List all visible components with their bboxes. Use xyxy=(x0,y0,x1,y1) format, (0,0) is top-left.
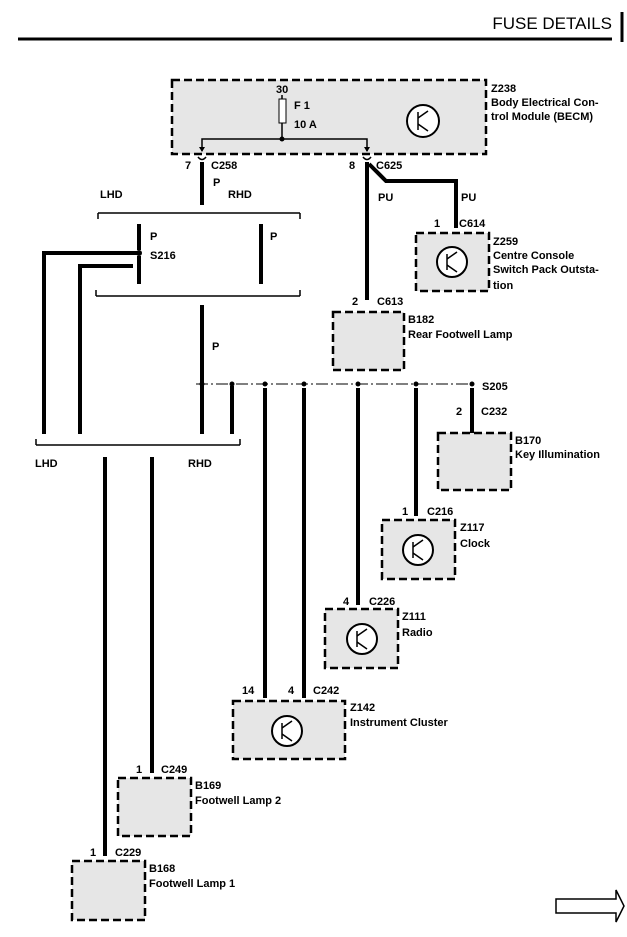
lhd-label-bottom: LHD xyxy=(35,458,58,470)
c625-pin: 8 xyxy=(349,160,355,172)
z117-name: Clock xyxy=(460,538,491,550)
c614-name: C614 xyxy=(459,218,486,230)
b169-id: B169 xyxy=(195,780,221,792)
rhd-label-top: RHD xyxy=(228,189,252,201)
becm-transistor-collector xyxy=(417,110,429,119)
c226-name: C226 xyxy=(369,596,395,608)
z117-transistor-collector xyxy=(412,539,424,548)
z259-id: Z259 xyxy=(493,236,518,248)
b170-id: B170 xyxy=(515,435,541,447)
c242-pin-b: 4 xyxy=(288,685,295,697)
becm-name-line2: trol Module (BECM) xyxy=(491,111,593,123)
s205-node-3 xyxy=(262,381,268,387)
wire-pu-to-c614 xyxy=(367,162,458,228)
z259-name-line2: Switch Pack Outsta- xyxy=(493,264,599,276)
c229-name: C229 xyxy=(115,847,141,859)
b182-box xyxy=(331,310,406,372)
c232-pin: 2 xyxy=(456,406,462,418)
c242-pin-a: 14 xyxy=(242,685,255,697)
z111-transistor-icon xyxy=(346,623,378,655)
b170-box xyxy=(436,431,513,492)
fuse-name-label: F 1 xyxy=(294,100,310,112)
c242-name: C242 xyxy=(313,685,339,697)
z259-transistor-collector xyxy=(446,251,458,260)
z142-transistor-icon xyxy=(271,715,303,747)
z259-transistor-emitter xyxy=(446,264,458,273)
z259-name-line3: tion xyxy=(493,280,513,292)
becm-internal-feed xyxy=(201,138,368,151)
c625-name: C625 xyxy=(376,160,402,172)
c216-name: C216 xyxy=(427,506,453,518)
b169-box xyxy=(116,776,193,838)
lhd-wire-color: P xyxy=(150,231,157,243)
fuse-pin-label: 30 xyxy=(276,84,288,96)
z142-transistor-emitter xyxy=(281,733,293,742)
c614-wire-color: PU xyxy=(461,192,476,204)
c613-name: C613 xyxy=(377,296,403,308)
c614-pin: 1 xyxy=(434,218,440,230)
z117-transistor-emitter xyxy=(412,552,424,561)
lhd-label-top: LHD xyxy=(100,189,123,201)
b169-name: Footwell Lamp 2 xyxy=(195,795,281,807)
s205-node-2 xyxy=(229,381,235,387)
b182-id: B182 xyxy=(408,314,434,326)
z111-id: Z111 xyxy=(402,611,426,623)
s205-node-5 xyxy=(355,381,361,387)
c232-name: C232 xyxy=(481,406,507,418)
rhd-label-bottom: RHD xyxy=(188,458,212,470)
b168-box xyxy=(70,859,147,922)
c226-pin: 4 xyxy=(343,596,350,608)
c249-pin: 1 xyxy=(136,764,142,776)
s216-label: S216 xyxy=(150,250,176,262)
c613-pin: 2 xyxy=(352,296,358,308)
becm-arrow-right xyxy=(364,147,370,152)
c258-pin: 7 xyxy=(185,160,191,172)
becm-transistor-emitter xyxy=(417,123,429,132)
becm-name-line1: Body Electrical Con- xyxy=(491,97,599,109)
z142-id: Z142 xyxy=(350,702,375,714)
page-title: FUSE DETAILS xyxy=(492,14,612,33)
b168-id: B168 xyxy=(149,863,175,875)
fuse-symbol xyxy=(278,98,287,124)
s205-node-4 xyxy=(301,381,307,387)
s205-node-7 xyxy=(469,381,475,387)
z117-id: Z117 xyxy=(460,522,484,534)
b168-name: Footwell Lamp 1 xyxy=(149,878,235,890)
z111-transistor-collector xyxy=(356,628,368,637)
b182-name: Rear Footwell Lamp xyxy=(408,329,513,341)
z259-name-line1: Centre Console xyxy=(493,250,574,262)
s205-node-6 xyxy=(413,381,419,387)
c625-connector-mark xyxy=(362,156,372,161)
c258-connector-mark xyxy=(197,156,207,161)
trunk-wire-color: P xyxy=(212,341,219,353)
s205-label: S205 xyxy=(482,381,508,393)
becm-transistor-icon xyxy=(406,104,440,138)
c229-pin: 1 xyxy=(90,847,96,859)
s205-node-1 xyxy=(199,381,205,387)
wire-s216-to-lhd-2 xyxy=(78,264,133,434)
z111-transistor-emitter xyxy=(356,641,368,650)
b170-name: Key Illumination xyxy=(515,449,600,461)
c258-name: C258 xyxy=(211,160,237,172)
next-page-arrow-icon[interactable] xyxy=(555,889,625,923)
c613-wire-color: PU xyxy=(378,192,393,204)
c216-pin: 1 xyxy=(402,506,408,518)
c249-name: C249 xyxy=(161,764,187,776)
becm-id-label: Z238 xyxy=(491,83,516,95)
rhd-wire-color: P xyxy=(270,231,277,243)
z142-name: Instrument Cluster xyxy=(350,717,449,729)
z111-name: Radio xyxy=(402,627,433,639)
z117-transistor-icon xyxy=(402,534,434,566)
wire-s216-to-lhd-1 xyxy=(42,251,139,434)
fuse-rating-label: 10 A xyxy=(294,119,317,131)
z259-transistor-icon xyxy=(436,246,468,278)
c258-wire-color: P xyxy=(213,177,220,189)
becm-arrow-left xyxy=(199,147,205,152)
z142-transistor-collector xyxy=(281,720,293,729)
